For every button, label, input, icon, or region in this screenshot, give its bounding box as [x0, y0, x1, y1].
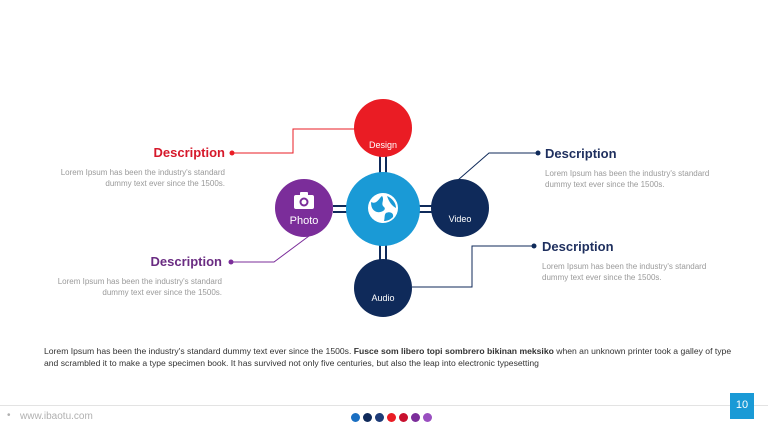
body-paragraph: Lorem Ipsum has been the industry's stan…	[44, 345, 734, 369]
footer-dot	[411, 413, 420, 422]
globe-icon	[368, 193, 398, 223]
callout-bottom-right-text: Lorem Ipsum has been the industry's stan…	[542, 262, 707, 282]
leader-bottom-left	[231, 235, 310, 263]
node-audio	[354, 259, 412, 317]
camera-icon	[294, 192, 314, 209]
node-design-label: Design	[369, 140, 397, 150]
footer-bullet: •	[7, 410, 11, 421]
footer-dot	[363, 413, 372, 422]
callout-top-right-text: Lorem Ipsum has been the industry's stan…	[545, 169, 710, 189]
footer-dot	[375, 413, 384, 422]
leader-dot-bottom-left	[228, 259, 234, 265]
callout-top-right-title: Description	[545, 146, 617, 161]
footer-url: www.ibaotu.com	[20, 411, 93, 422]
callout-top-left-text: Lorem Ipsum has been the industry's stan…	[60, 168, 225, 188]
page-number-badge: 10	[730, 393, 754, 419]
node-photo-label: Photo	[290, 215, 319, 227]
node-audio-label: Audio	[371, 293, 394, 303]
body-text-part1: Lorem Ipsum has been the industry's stan…	[44, 346, 354, 356]
callout-top-left-title: Description	[153, 145, 225, 160]
footer-dot	[399, 413, 408, 422]
leader-top-right	[457, 152, 538, 181]
callout-bottom-left-text: Lorem Ipsum has been the industry's stan…	[57, 277, 222, 297]
callout-bottom-right-title: Description	[542, 239, 614, 254]
connector-photo	[333, 205, 347, 213]
leader-dot-top-left	[229, 150, 235, 156]
footer-dot	[423, 413, 432, 422]
leader-dot-top-right	[535, 150, 541, 156]
connector-video	[419, 205, 433, 213]
callout-bottom-left-title: Description	[150, 254, 222, 269]
body-text-part2: when an unknown printer took a galley of…	[44, 346, 732, 368]
footer-divider	[0, 405, 768, 406]
node-video	[431, 179, 489, 237]
body-text-bold: Fusce som libero topi sombrero bikinan m…	[353, 346, 554, 356]
leader-bottom-right	[412, 245, 534, 288]
connector-audio	[379, 242, 387, 260]
footer-dots	[351, 413, 432, 423]
node-video-label: Video	[449, 214, 472, 224]
footer-dot	[387, 413, 396, 422]
footer-dot	[351, 413, 360, 422]
leader-dot-bottom-right	[531, 243, 537, 249]
node-design	[354, 99, 412, 157]
leader-top-left	[232, 128, 357, 154]
connector-design	[379, 154, 387, 176]
